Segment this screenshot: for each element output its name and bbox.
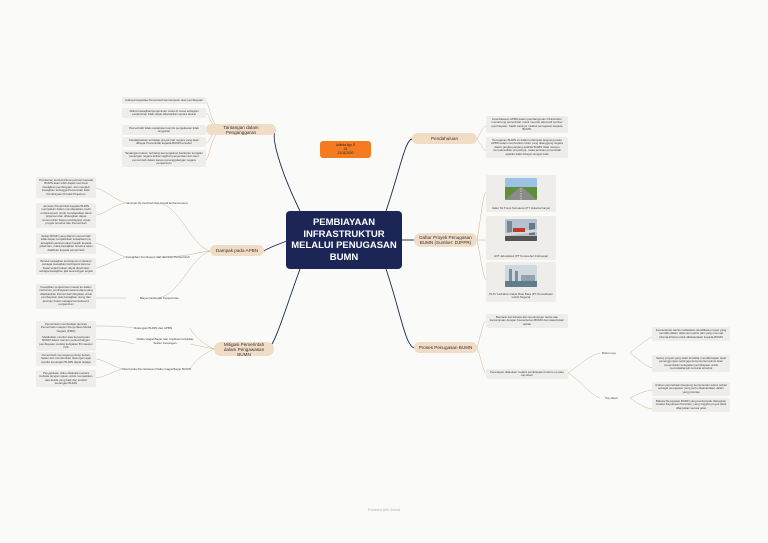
mitigasi-note[interactable]: Pemerintah memberikan jaminan Pemerintah… bbox=[36, 321, 96, 335]
topic-dampak[interactable]: Dampak pada APBN bbox=[210, 245, 264, 256]
proses-note[interactable]: Bersarat dari kinerja dan kemampuan tekn… bbox=[486, 314, 568, 328]
project-caption: LRT Jabodebek (PT Kereta Api Indonesia) bbox=[493, 254, 549, 258]
mitigasi-label-tata[interactable]: Tata Kelola Pemantauan Risiko Gagal Baya… bbox=[122, 367, 191, 371]
mitigasi-note[interactable]: Pengelolaan risiko dilakukan secara berk… bbox=[36, 370, 96, 388]
proses-note[interactable]: Penetapan dilakukan melalui pembiayaan b… bbox=[486, 369, 568, 380]
bottom-up-note[interactable]: Kementerian teknis melakukan identifikas… bbox=[652, 327, 730, 341]
project-caption: Jalan Tol Trans Sumatera (PT Hutama Kary… bbox=[491, 206, 551, 210]
pendahuluan-note[interactable]: Penugasan BUMN ini tidak berdampak langs… bbox=[486, 137, 568, 158]
tantangan-note[interactable]: Tantangan hukum terhadap kemungkinan ber… bbox=[122, 150, 206, 168]
project-card-lrt[interactable]: LRT Jabodebek (PT Kereta Api Indonesia) bbox=[486, 216, 556, 260]
tantangan-note[interactable]: Ketidakpastian terhadap proyek hak negar… bbox=[122, 137, 206, 148]
mitigasi-note[interactable]: Pemerintah memegang prinsip kehati-hatia… bbox=[36, 352, 96, 366]
dampak-label-biaya[interactable]: Biaya Cadangan Penjaminan bbox=[140, 296, 179, 300]
project-card-pltu[interactable]: PLTU berbahan bakar Batu Bara (PT Perusa… bbox=[486, 262, 556, 302]
power-plant-photo bbox=[505, 265, 537, 287]
author-date: 21/11/2020 bbox=[337, 151, 354, 156]
tantangan-note[interactable]: Adanya kapasitas Pemerintah kemampuan at… bbox=[122, 97, 206, 104]
dampak-note[interactable]: Setiap BUMN yang dijamin pemerintah tida… bbox=[36, 233, 96, 254]
mitigasi-note[interactable]: Melakukan monitor atas kemampuan BUMN da… bbox=[36, 334, 96, 352]
topic-proses[interactable]: Proses Penugasan BUMN bbox=[414, 342, 477, 353]
tantangan-note[interactable]: Pemerintah tidak melakukan kontrol penge… bbox=[122, 125, 206, 136]
dampak-label-jaminan[interactable]: Jaminan Pemerintah dan Credit Enhancemen… bbox=[126, 201, 188, 205]
footer-watermark: Powered with Xmind bbox=[368, 508, 400, 512]
dampak-note[interactable]: Pemberian kemkontribusi jaminan kepada B… bbox=[36, 177, 96, 198]
toll-road-photo bbox=[505, 178, 537, 200]
bottom-up-note[interactable]: Setiap proyek yang telah terdaftar memil… bbox=[652, 355, 730, 373]
dampak-note[interactable]: Bentuk kewajiban kontinjensi ini disebut… bbox=[36, 258, 96, 276]
mitigasi-label-dukungan[interactable]: Dukungan BUMN dan APBN bbox=[134, 326, 173, 330]
author-name: Adinda Ayu S bbox=[335, 143, 356, 147]
proses-label-bottom-up[interactable]: Bottom-up bbox=[602, 351, 616, 355]
lrt-photo bbox=[505, 219, 537, 241]
mitigasi-label-risiko[interactable]: Risiko Gagal Bayar dan Implikasi terhada… bbox=[136, 337, 194, 345]
dampak-note[interactable]: Jaminan Pemerintah kepada BUMN merupakan… bbox=[36, 203, 96, 228]
top-down-note[interactable]: Bahwa Penugasan BUMN yang berdampak dite… bbox=[652, 398, 730, 412]
central-topic[interactable]: PEMBIAYAAN INFRASTRUKTUR MELALUI PENUGAS… bbox=[286, 211, 402, 269]
topic-mitigasi[interactable]: Mitigasi Pemerintah dalam Pengawasan BUM… bbox=[214, 342, 274, 357]
dampak-label-kewajiban[interactable]: Kewajiban Kontinjensi dari Jaminan Pemer… bbox=[126, 255, 190, 259]
topic-pendahuluan[interactable]: Pendahuluan bbox=[412, 133, 477, 144]
proses-label-top-down[interactable]: Top-down bbox=[605, 396, 619, 400]
top-down-note[interactable]: Arahan perusahaan langsung kementerian t… bbox=[652, 382, 730, 396]
project-card-tol[interactable]: Jalan Tol Trans Sumatera (PT Hutama Kary… bbox=[486, 175, 556, 212]
tantangan-note[interactable]: Akibat kewajiban/penjaminan masa di mana… bbox=[122, 108, 206, 119]
pendahuluan-note[interactable]: Keterbatasan APBN dalam pembangunan infr… bbox=[486, 116, 568, 134]
project-caption: PLTU berbahan bakar Batu Bara (PT Perusa… bbox=[489, 291, 553, 300]
dampak-note[interactable]: Kewajiban penjaminan masuk ke dalam inst… bbox=[36, 284, 96, 309]
topic-daftar-proyek[interactable]: Daftar Proyek Penugasan BUMN (Sumber: DJ… bbox=[414, 233, 477, 247]
author-id: 01 bbox=[343, 147, 348, 152]
topic-tantangan[interactable]: Tantangan dalam Penganggaran bbox=[206, 124, 276, 135]
author-card[interactable]: Adinda Ayu S 01 21/11/2020 bbox=[320, 141, 371, 158]
